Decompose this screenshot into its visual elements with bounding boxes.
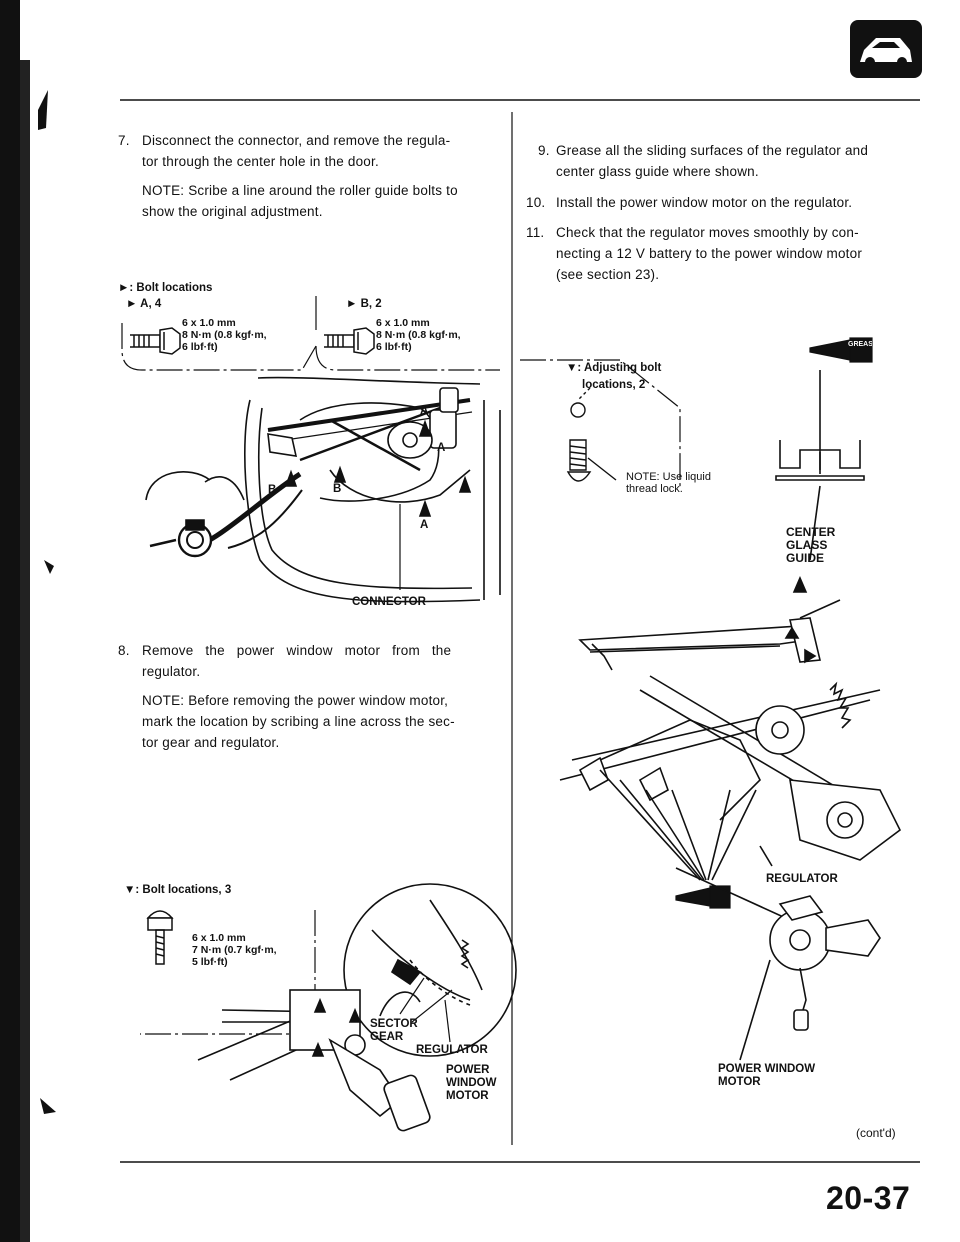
thread-lock-note: NOTE: Use liquid thread lock. bbox=[626, 471, 711, 495]
note-line: NOTE: Scribe a line around the roller gu… bbox=[142, 183, 458, 198]
step-9: 9. Grease all the sliding surfaces of th… bbox=[526, 140, 926, 182]
bolt-icon-b bbox=[324, 327, 375, 355]
bolt-icon-a bbox=[130, 327, 181, 355]
regulator-label-left: REGULATOR bbox=[416, 1044, 488, 1056]
continued-note: (cont'd) bbox=[856, 1126, 896, 1140]
step-11: 11. Check that the regulator moves smoot… bbox=[526, 222, 926, 285]
bolt-icon-3 bbox=[146, 910, 174, 965]
step-10: 10. Install the power window motor on th… bbox=[526, 192, 926, 213]
sector-gear-detail bbox=[343, 883, 517, 1057]
power-window-motor-label-right: POWER WINDOW MOTOR bbox=[718, 1063, 815, 1089]
spec-line: 5 lbf·ft) bbox=[192, 956, 228, 968]
callout-a: A bbox=[420, 519, 429, 531]
step-text-line: necting a 12 V battery to the power wind… bbox=[556, 246, 863, 261]
step-text-line: Install the power window motor on the re… bbox=[556, 195, 853, 210]
regulator-label-right: REGULATOR bbox=[766, 873, 838, 885]
step-number: 9. bbox=[538, 143, 550, 158]
bolt-b-label: ► B, 2 bbox=[346, 298, 382, 310]
spec-line: 6 lbf·ft) bbox=[376, 341, 412, 353]
step-text-line: regulator. bbox=[142, 664, 201, 679]
step-text-line: tor through the center hole in the door. bbox=[142, 154, 379, 169]
page-number: 20-37 bbox=[826, 1180, 911, 1216]
step-text-line: (see section 23). bbox=[556, 267, 660, 282]
label-line: SECTOR bbox=[370, 1018, 418, 1030]
center-glass-guide-illustration bbox=[578, 370, 865, 671]
step-text-line: Check that the regulator moves smoothly … bbox=[556, 225, 859, 240]
callout-b: B bbox=[333, 483, 342, 495]
label-line: POWER bbox=[446, 1064, 490, 1076]
connector-label: CONNECTOR bbox=[352, 596, 426, 608]
bolt-locations-title: ►: Bolt locations bbox=[118, 282, 213, 294]
label-line: MOTOR bbox=[718, 1076, 761, 1088]
label-line: POWER WINDOW bbox=[718, 1063, 816, 1075]
step-text-line: Remove the power window motor from the bbox=[142, 643, 452, 658]
step-number: 8. bbox=[118, 643, 130, 658]
callout-b: B bbox=[268, 484, 277, 496]
note-line: mark the location by scribing a line acr… bbox=[142, 714, 455, 729]
grease-icon-top bbox=[809, 337, 873, 363]
spec-line: 6 x 1.0 mm bbox=[192, 932, 246, 944]
label-line: MOTOR bbox=[446, 1090, 489, 1102]
spec-line: 6 x 1.0 mm bbox=[376, 317, 430, 329]
spec-line: 7 N·m (0.7 kgf·m, bbox=[192, 944, 277, 956]
note-line: show the original adjustment. bbox=[142, 204, 323, 219]
spec-line: 6 x 1.0 mm bbox=[182, 317, 236, 329]
spec-line: 8 N·m (0.8 kgf·m, bbox=[376, 329, 461, 341]
motor-regulator-illustration bbox=[197, 989, 453, 1132]
note-line: thread lock. bbox=[626, 483, 683, 495]
car-section-icon bbox=[850, 20, 922, 78]
note-line: tor gear and regulator. bbox=[142, 735, 280, 750]
bolt-b-spec: 6 x 1.0 mm 8 N·m (0.8 kgf·m, 6 lbf·ft) bbox=[376, 317, 461, 353]
power-window-motor-label-left: POWER WINDOW MOTOR bbox=[446, 1064, 496, 1103]
regulator-illustration bbox=[559, 675, 902, 921]
callout-a: A bbox=[420, 405, 429, 417]
step-text-line: Disconnect the connector, and remove the… bbox=[142, 133, 451, 148]
label-line: GUIDE bbox=[786, 551, 825, 565]
note-line: NOTE: Use liquid bbox=[626, 471, 711, 483]
label-line: WINDOW bbox=[446, 1077, 497, 1089]
adjusting-bolt-icon bbox=[566, 387, 617, 482]
note-line: NOTE: Before removing the power window m… bbox=[142, 693, 449, 708]
step-number: 11. bbox=[526, 225, 545, 240]
step-7: 7. Disconnect the connector, and remove … bbox=[118, 130, 508, 222]
grease-icon-bottom bbox=[675, 885, 731, 909]
center-glass-guide-label: CENTER GLASS GUIDE bbox=[786, 526, 835, 565]
grease-label-top: GREASE bbox=[848, 341, 872, 348]
label-line: GEAR bbox=[370, 1031, 404, 1043]
bolt-locations-3-title: ▼: Bolt locations, 3 bbox=[124, 884, 232, 896]
label-line: CENTER bbox=[786, 525, 836, 539]
step-text-line: center glass guide where shown. bbox=[556, 164, 759, 179]
label-line: GLASS bbox=[786, 538, 828, 552]
sector-gear-label: SECTOR GEAR bbox=[370, 1018, 418, 1044]
bolt-a-spec: 6 x 1.0 mm 8 N·m (0.8 kgf·m, 6 lbf·ft) bbox=[182, 317, 267, 353]
step-number: 10. bbox=[526, 195, 546, 210]
step-text-line: Grease all the sliding surfaces of the r… bbox=[556, 143, 869, 158]
power-window-motor-illustration bbox=[739, 895, 881, 1061]
bolt-3-spec: 6 x 1.0 mm 7 N·m (0.7 kgf·m, 5 lbf·ft) bbox=[192, 932, 277, 968]
callout-a: A bbox=[437, 442, 446, 454]
spec-line: 8 N·m (0.8 kgf·m, bbox=[182, 329, 267, 341]
step-8: 8. Remove the power window motor from th… bbox=[118, 640, 508, 753]
spec-line: 6 lbf·ft) bbox=[182, 341, 218, 353]
door-regulator-illustration bbox=[145, 376, 501, 603]
step-number: 7. bbox=[118, 133, 130, 148]
adjusting-bolt-sub: locations, 2 bbox=[582, 379, 646, 391]
adjusting-bolt-title: ▼: Adjusting bolt bbox=[566, 362, 662, 374]
bolt-a-label: ► A, 4 bbox=[126, 298, 162, 310]
